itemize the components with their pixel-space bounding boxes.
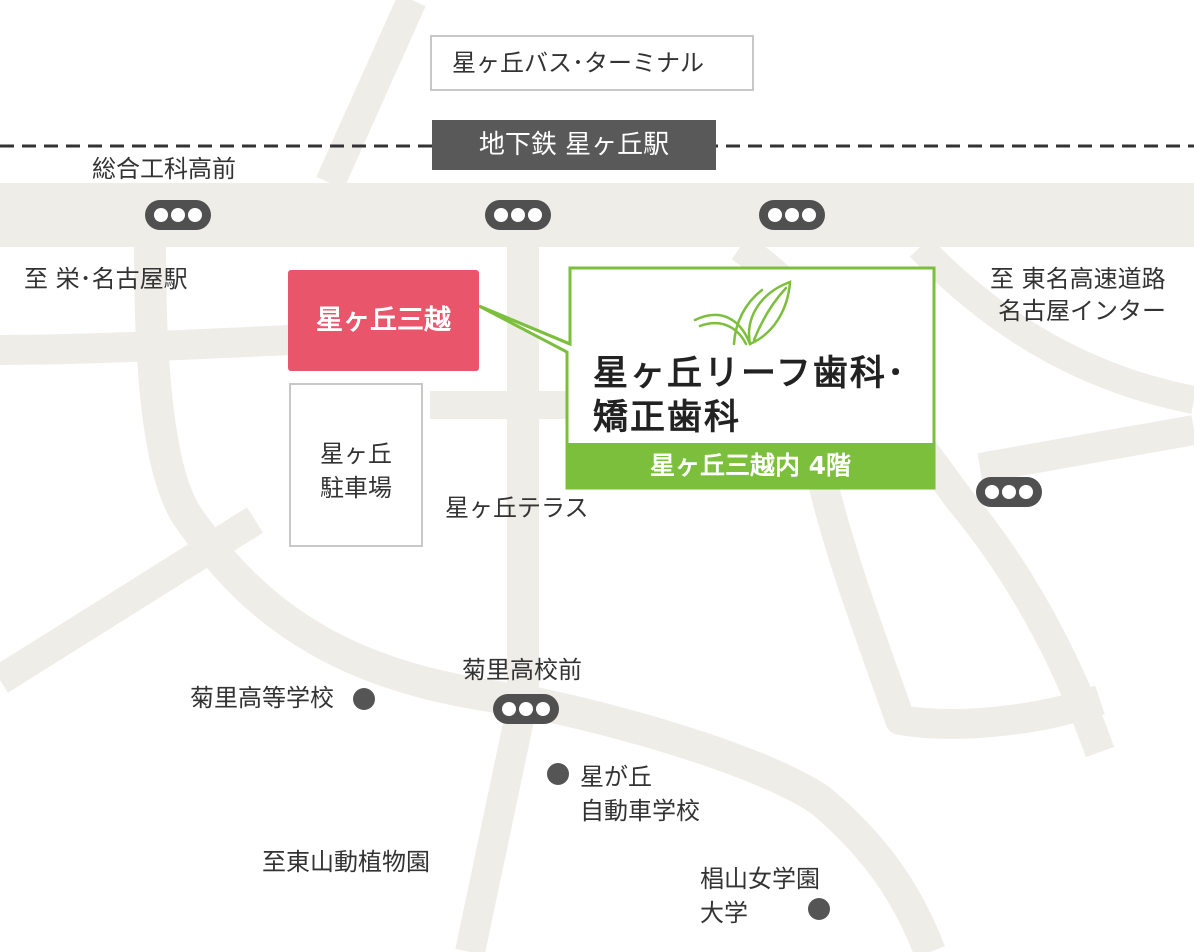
traffic-signal-icon xyxy=(485,200,551,230)
road-left-curve xyxy=(134,246,522,716)
parking-line1: 星ヶ丘 xyxy=(320,440,392,468)
mitsukoshi-store: 星ヶ丘三越 xyxy=(288,270,479,371)
road-east-branch xyxy=(977,415,1194,483)
traffic-signal-icon xyxy=(493,694,559,724)
to-expressway-line1: 至 東名高速道路 xyxy=(990,265,1166,293)
to-expressway-line2: 名古屋インター xyxy=(998,297,1166,325)
kikuzato-mae-label: 菊里高校前 xyxy=(462,656,582,684)
to-expressway-label: 至 東名高速道路 名古屋インター xyxy=(990,263,1166,327)
clinic-callout-frame xyxy=(478,266,936,490)
kikuzato-hs-label: 菊里高等学校 xyxy=(190,684,334,712)
traffic-signal-icon xyxy=(759,200,825,230)
traffic-signal-icon xyxy=(976,477,1042,507)
sogo-kouka-label: 総合工科高前 xyxy=(92,155,236,183)
clinic-name: 星ヶ丘リーフ歯科･ 矯正歯科 xyxy=(593,352,906,440)
landmark-dot-icon xyxy=(353,688,375,710)
landmark-dot-icon xyxy=(547,763,569,785)
to-sakae-label: 至 栄･名古屋駅 xyxy=(24,265,188,293)
driving-school-line2: 自動車学校 xyxy=(580,797,700,825)
clinic-name-line2: 矯正歯科 xyxy=(593,397,742,438)
bus-terminal-label: 星ヶ丘バス･ターミナル xyxy=(430,35,754,91)
terrace-label: 星ヶ丘テラス xyxy=(445,494,589,522)
road-sw xyxy=(0,507,263,693)
callout-pointer xyxy=(478,304,571,346)
road-left-branch xyxy=(0,325,291,365)
sugiyama-label: 椙山女学園 大学 xyxy=(700,862,820,930)
subway-station-label: 地下鉄 星ヶ丘駅 xyxy=(432,120,716,170)
to-zoo-label: 至東山動植物園 xyxy=(262,848,430,876)
sugiyama-line1: 椙山女学園 xyxy=(700,865,820,893)
road-south xyxy=(455,711,535,952)
road-lower-east xyxy=(516,684,945,952)
clinic-name-line1: 星ヶ丘リーフ歯科･ xyxy=(593,353,907,394)
driving-school-line1: 星が丘 xyxy=(580,763,652,791)
leaf-logo-icon xyxy=(693,280,792,346)
parking-line2: 駐車場 xyxy=(320,474,392,502)
sugiyama-line2: 大学 xyxy=(700,899,748,927)
clinic-floor-banner: 星ヶ丘三越内 4階 xyxy=(567,443,934,488)
road-lower-right xyxy=(805,466,1105,739)
road-ne xyxy=(909,237,1194,414)
parking-lot: 星ヶ丘 駐車場 xyxy=(289,383,423,547)
landmark-dot-icon xyxy=(808,898,830,920)
traffic-signal-icon xyxy=(145,200,211,230)
driving-school-label: 星が丘 自動車学校 xyxy=(580,760,700,828)
road-nw xyxy=(316,0,426,190)
